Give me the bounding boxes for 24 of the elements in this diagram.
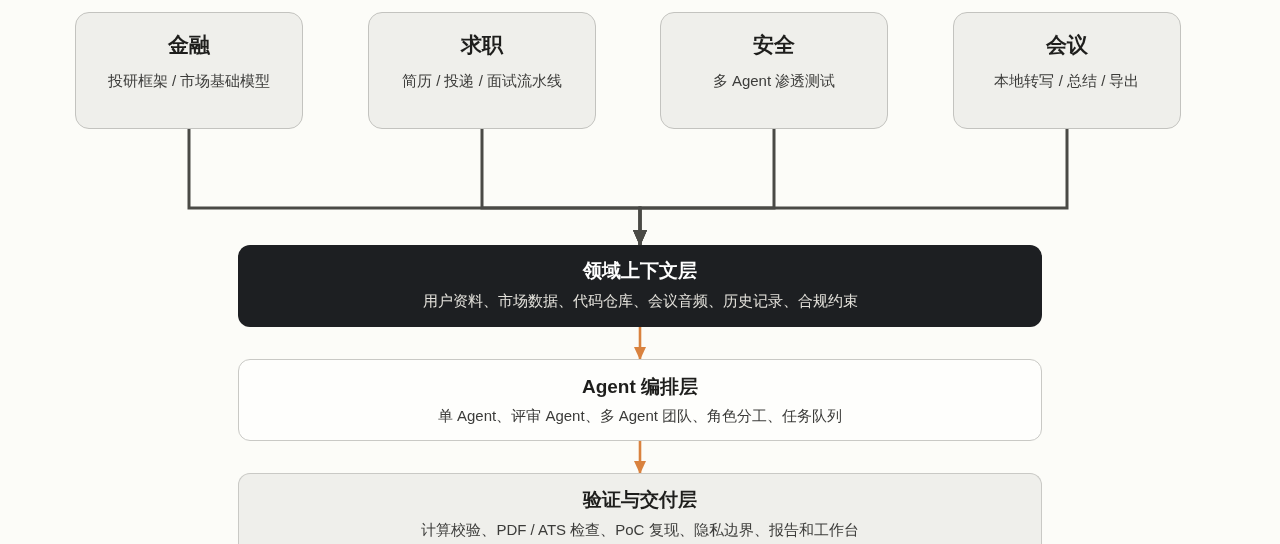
card-title: 安全 <box>753 32 795 58</box>
domain-card <box>368 12 596 129</box>
domain-card <box>75 12 303 129</box>
domain-card <box>660 12 888 129</box>
card-title: 金融 <box>168 32 210 58</box>
card-subtitle: 多 Agent 渗透测试 <box>712 71 836 91</box>
layer-description: 用户资料、市场数据、代码仓库、会议音频、历史记录、合规约束 <box>422 291 858 311</box>
layer-description: 单 Agent、评审 Agent、多 Agent 团队、角色分工、任务队列 <box>437 406 843 426</box>
layer-title: 领域上下文层 <box>583 259 697 283</box>
layer-box <box>238 473 1042 544</box>
layer-box <box>238 245 1042 327</box>
connector-arrow <box>634 327 646 360</box>
domain-card <box>953 12 1181 129</box>
card-title: 会议 <box>1046 32 1088 58</box>
layer-title: Agent 编排层 <box>581 375 699 399</box>
card-subtitle: 投研框架 / 市场基础模型 <box>107 71 271 91</box>
layer-description: 计算校验、PDF / ATS 检查、PoC 复现、隐私边界、报告和工作台 <box>421 520 859 540</box>
card-subtitle: 本地转写 / 总结 / 导出 <box>994 71 1140 91</box>
card-subtitle: 简历 / 投递 / 面试流水线 <box>402 71 562 91</box>
card-title: 求职 <box>461 32 503 58</box>
layer-box <box>238 359 1042 441</box>
layer-title: 验证与交付层 <box>583 488 697 512</box>
connector-arrow <box>633 129 1069 246</box>
connector-arrow <box>634 441 646 474</box>
